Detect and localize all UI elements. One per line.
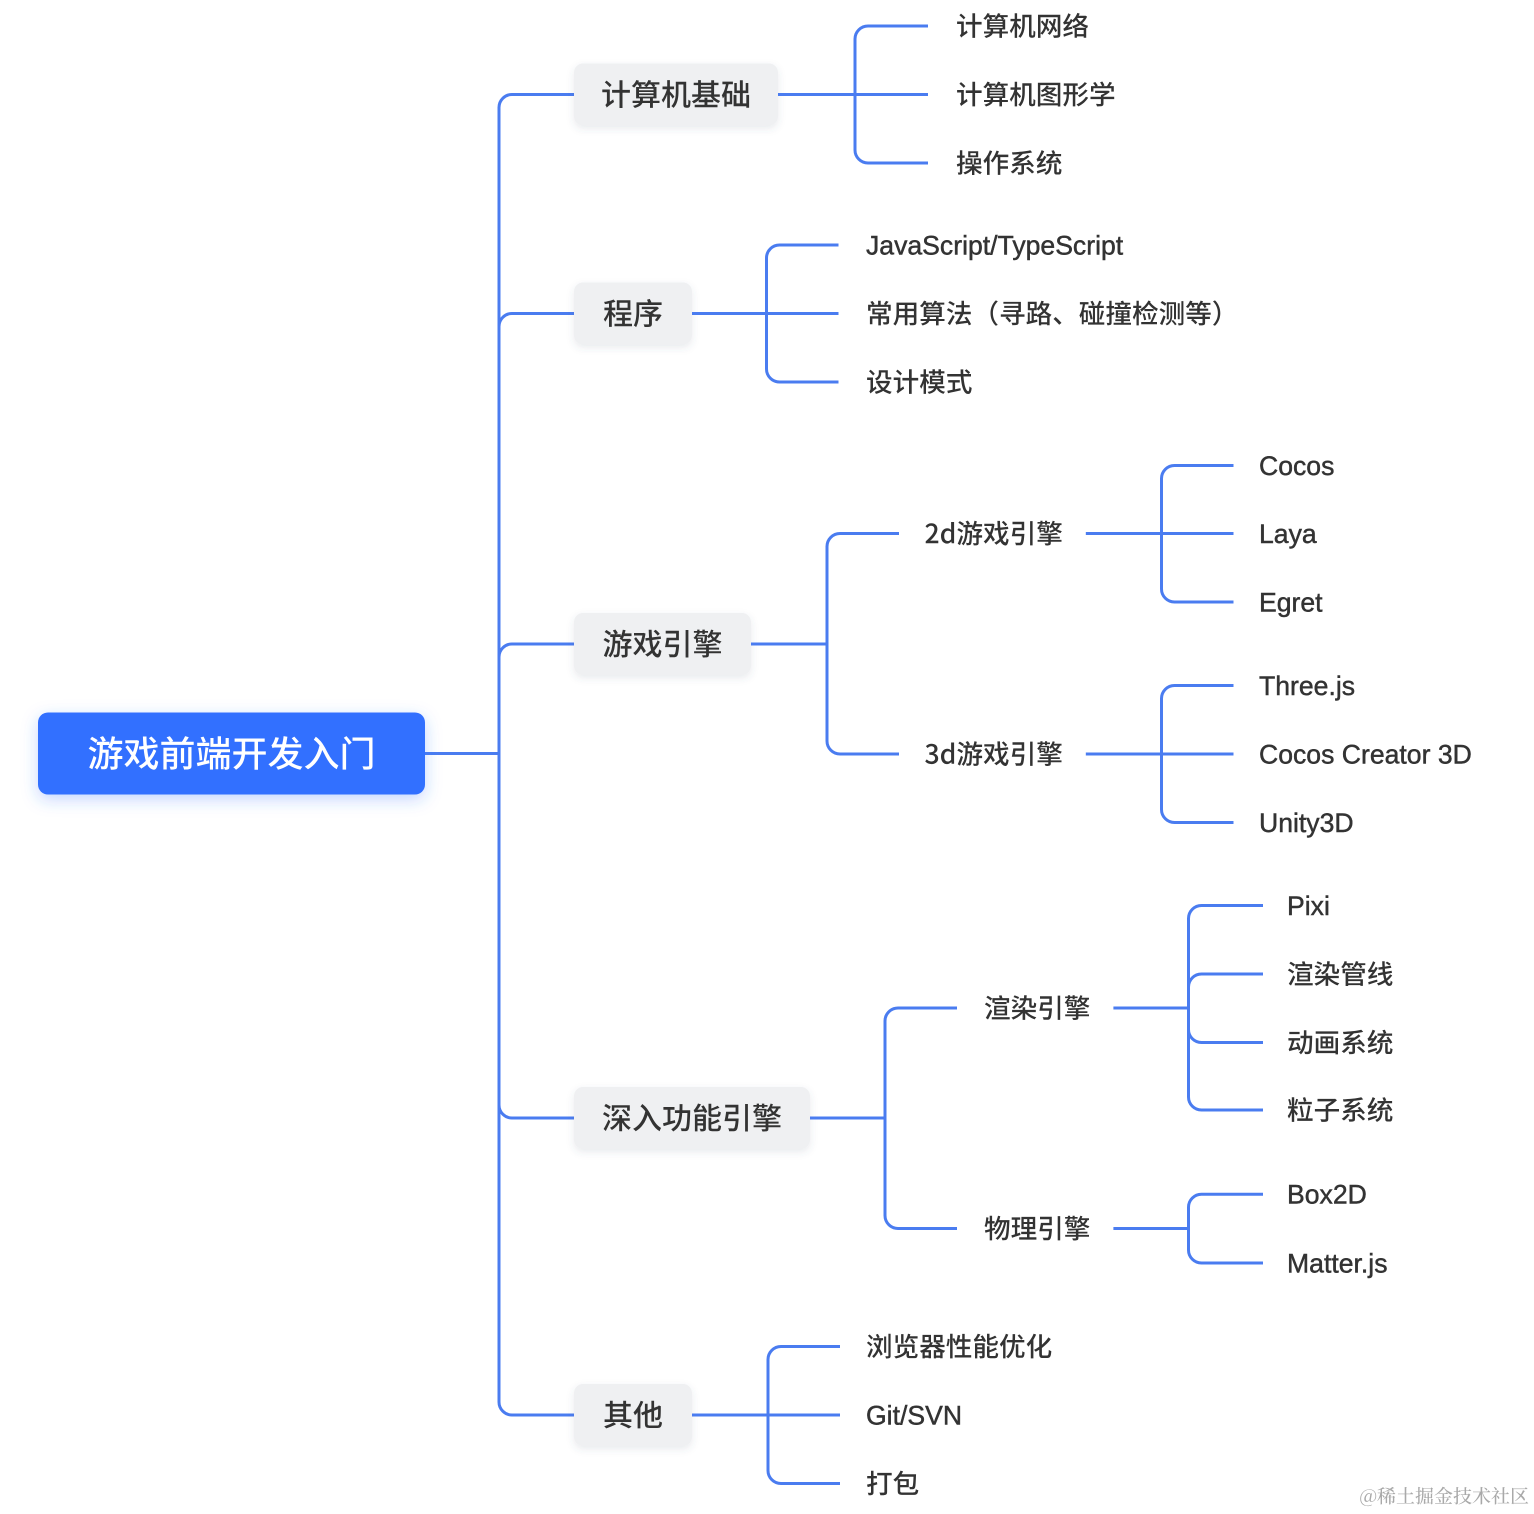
svg-text:Matter.js: Matter.js: [1287, 1248, 1388, 1278]
svg-text:Box2D: Box2D: [1287, 1180, 1367, 1210]
svg-text:Laya: Laya: [1259, 519, 1317, 549]
svg-text:Git/SVN: Git/SVN: [866, 1400, 962, 1430]
svg-text:Cocos Creator 3D: Cocos Creator 3D: [1259, 739, 1472, 769]
svg-text:Three.js: Three.js: [1259, 671, 1355, 701]
svg-text:Cocos: Cocos: [1259, 451, 1334, 481]
svg-text:Egret: Egret: [1259, 587, 1323, 617]
svg-text:Pixi: Pixi: [1287, 891, 1330, 921]
svg-text:Unity3D: Unity3D: [1259, 808, 1354, 838]
svg-text:JavaScript/TypeScript: JavaScript/TypeScript: [866, 230, 1124, 260]
